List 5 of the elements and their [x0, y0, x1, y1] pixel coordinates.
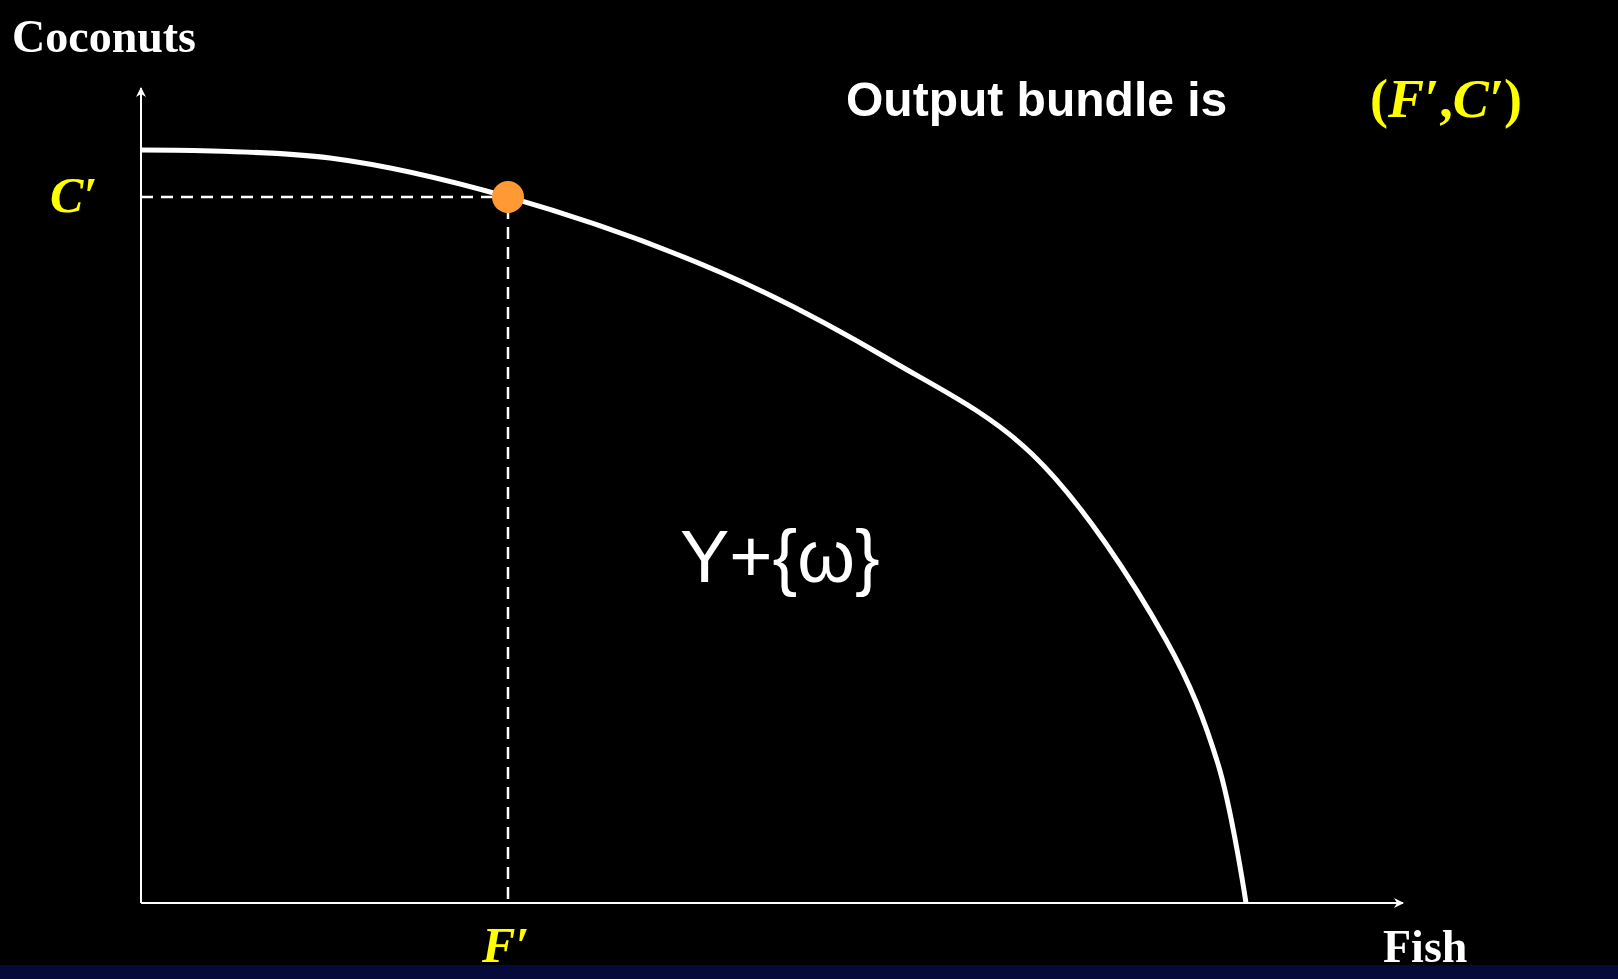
axis-title: Fish — [1383, 924, 1468, 970]
axis-value-label: F′ — [482, 920, 530, 970]
axis-title: Coconuts — [12, 14, 197, 60]
axis-value-label: C′ — [50, 170, 98, 220]
annotation-text: Output bundle is — [846, 76, 1228, 124]
